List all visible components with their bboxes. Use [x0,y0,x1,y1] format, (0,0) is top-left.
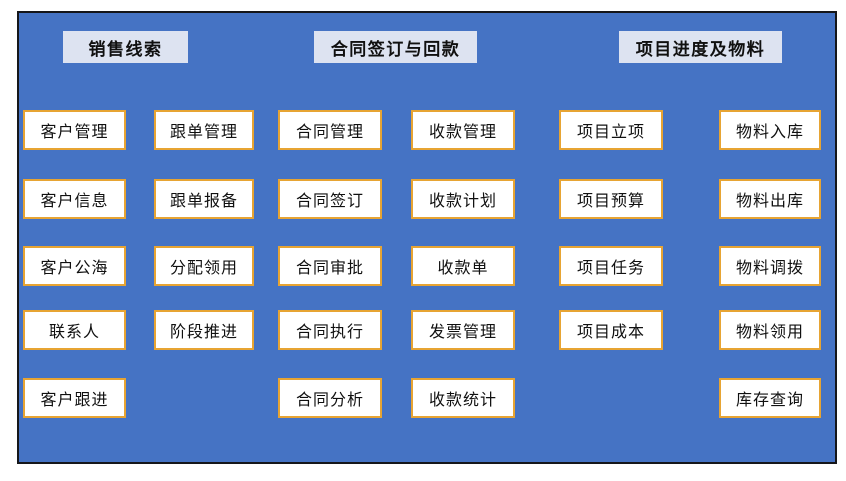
module-button-material-transfer[interactable]: 物料调拨 [719,246,821,286]
module-button-project-cost[interactable]: 项目成本 [559,310,663,350]
module-button-receipt-voucher[interactable]: 收款单 [411,246,515,286]
module-button-contract-analysis[interactable]: 合同分析 [278,378,382,418]
module-button-invoice-management[interactable]: 发票管理 [411,310,515,350]
module-button-customer-info[interactable]: 客户信息 [23,179,126,219]
module-button-contacts[interactable]: 联系人 [23,310,126,350]
group-header-row: 销售线索 合同签订与回款 项目进度及物料 [19,13,835,462]
module-button-receivable-statistics[interactable]: 收款统计 [411,378,515,418]
module-button-contract-execution[interactable]: 合同执行 [278,310,382,350]
module-button-contract-management[interactable]: 合同管理 [278,110,382,150]
module-button-contract-signing[interactable]: 合同签订 [278,179,382,219]
group-header-sales-leads: 销售线索 [63,31,188,63]
module-button-inventory-query[interactable]: 库存查询 [719,378,821,418]
module-button-grid: 客户管理 客户信息 客户公海 联系人 客户跟进 跟单管理 跟单报备 分配领用 阶… [19,13,835,462]
module-button-customer-pool[interactable]: 客户公海 [23,246,126,286]
module-button-material-requisition[interactable]: 物料领用 [719,310,821,350]
module-button-material-outbound[interactable]: 物料出库 [719,179,821,219]
module-button-project-budget[interactable]: 项目预算 [559,179,663,219]
module-button-stage-advance[interactable]: 阶段推进 [154,310,254,350]
module-button-customer-followup[interactable]: 客户跟进 [23,378,126,418]
module-button-customer-management[interactable]: 客户管理 [23,110,126,150]
module-button-receivable-plan[interactable]: 收款计划 [411,179,515,219]
module-button-receivable-management[interactable]: 收款管理 [411,110,515,150]
group-header-contract-payment: 合同签订与回款 [314,31,477,63]
module-button-project-initiation[interactable]: 项目立项 [559,110,663,150]
module-button-contract-approval[interactable]: 合同审批 [278,246,382,286]
module-button-project-task[interactable]: 项目任务 [559,246,663,286]
module-button-order-filing[interactable]: 跟单报备 [154,179,254,219]
module-button-material-inbound[interactable]: 物料入库 [719,110,821,150]
module-button-assignment-claim[interactable]: 分配领用 [154,246,254,286]
group-header-project-material: 项目进度及物料 [619,31,782,63]
module-button-order-management[interactable]: 跟单管理 [154,110,254,150]
module-map-panel: 销售线索 合同签订与回款 项目进度及物料 客户管理 客户信息 客户公海 联系人 … [17,11,837,464]
